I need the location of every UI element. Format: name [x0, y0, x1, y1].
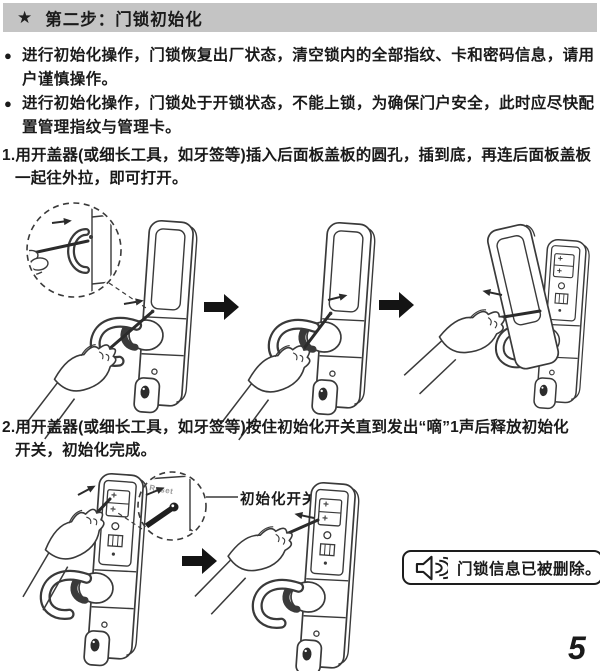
bullet-icon: ●	[4, 48, 12, 63]
magnifier-circle	[26, 202, 122, 298]
note-text: 进行初始化操作，门锁恢复出厂状态，清空锁内的全部指纹、卡和密码信息，请用 户谨慎…	[22, 47, 595, 88]
section-title: 第二步：门锁初始化	[45, 10, 203, 29]
cover-panel-tilted	[486, 223, 560, 370]
figure-step1-insert-tool	[7, 202, 220, 445]
speaker-icon	[415, 555, 448, 580]
insert-direction-arrow-icon	[122, 295, 146, 309]
figure-step1-pull-cover	[392, 223, 600, 413]
bullet-icon: ●	[4, 96, 12, 111]
next-step-arrow-icon	[379, 292, 414, 318]
lock-body-open	[253, 479, 360, 671]
figure-step2-release-switch	[180, 476, 396, 671]
section-header: ★ 第二步：门锁初始化	[3, 3, 597, 32]
voice-prompt-bubble: 门锁信息已被删除。	[402, 550, 600, 585]
step-2-instruction: 2.用开盖器(或细长工具，如牙签等)按住初始化开关直到发出“嘀”1声后释放初始化…	[2, 419, 569, 459]
figure-step2-press-reset: Reset	[0, 467, 238, 671]
figure-step1-push-tool	[201, 214, 386, 446]
press-direction-arrow-icon	[75, 481, 99, 500]
note-item: ● 进行初始化操作，门锁恢复出厂状态，清空锁内的全部指纹、卡和密码信息，请用 户…	[4, 44, 598, 92]
next-step-arrow-icon	[182, 548, 217, 574]
notes-list: ● 进行初始化操作，门锁恢复出厂状态，清空锁内的全部指纹、卡和密码信息，请用 户…	[4, 44, 598, 140]
voice-prompt-text: 门锁信息已被删除。	[456, 560, 600, 578]
next-step-arrow-icon	[204, 294, 239, 320]
magnifier-circle	[137, 471, 207, 541]
step-1-instruction: 1.用开盖器(或细长工具，如牙签等)插入后面板盖板的圆孔，插到底，再连后面板盖板…	[2, 147, 592, 187]
magnifier-detail	[29, 205, 112, 295]
opening-tool	[300, 312, 332, 353]
note-item: ● 进行初始化操作，门锁处于开锁状态，不能上锁，为确保门户安全，此时应尽快配 置…	[4, 92, 598, 140]
opening-tool-magnified	[139, 506, 174, 532]
reset-button	[169, 502, 179, 512]
lock-back-panel	[91, 217, 198, 415]
magnifier-detail: Reset	[139, 473, 201, 538]
note-text: 进行初始化操作，门锁处于开锁状态，不能上锁，为确保门户安全，此时应尽快配 置管理…	[22, 95, 595, 136]
star-icon: ★	[17, 8, 33, 27]
reset-switch-label: 初始化开关	[240, 492, 318, 508]
page-number: 5	[568, 630, 586, 666]
opening-tool	[106, 310, 154, 352]
lock-body-open	[41, 470, 148, 668]
